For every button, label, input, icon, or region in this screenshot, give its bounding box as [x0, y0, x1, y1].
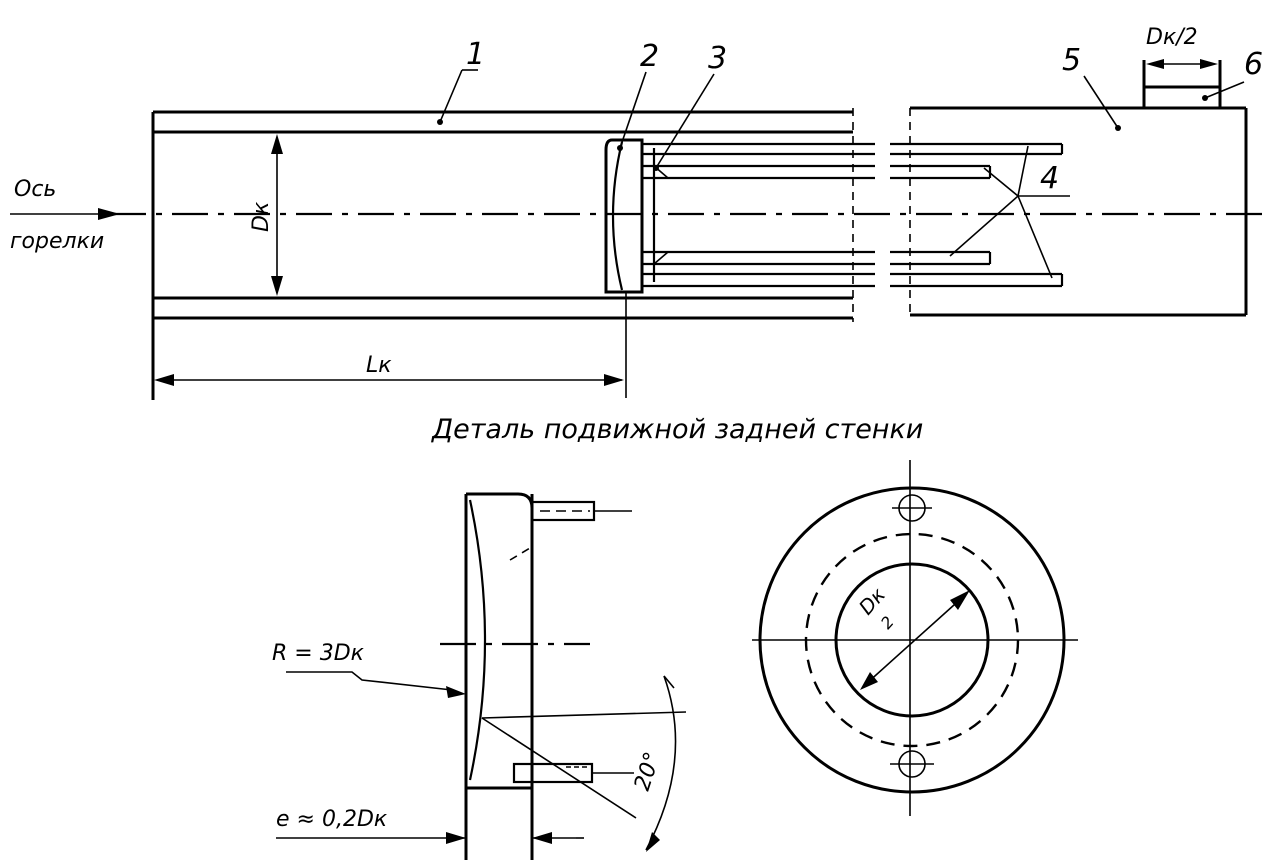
- inner-diameter-denominator: 2: [877, 612, 898, 632]
- right-block: [909, 106, 1248, 317]
- offset-label: e ≈ 0,2Dк: [276, 807, 388, 832]
- leader-lines: [437, 69, 1245, 279]
- callout-2: 2: [640, 39, 659, 74]
- burner-axis-label-2: горелки: [10, 229, 104, 254]
- chamber-assembly: 1 2 3 4 5 6 Ось горелки Dк Lк Dк/2: [10, 25, 1266, 400]
- callout-5: 5: [1062, 43, 1081, 78]
- callout-1: 1: [466, 37, 485, 72]
- diameter-dimension: [271, 134, 283, 296]
- length-dimension: [154, 292, 627, 398]
- angle-label: 20°: [630, 749, 666, 794]
- radius-label: R = 3Dк: [272, 641, 365, 666]
- rods: [642, 142, 1064, 288]
- top-lug: [1142, 59, 1222, 108]
- chamber-length-label: Lк: [366, 353, 392, 378]
- half-diameter-label: Dк/2: [1146, 25, 1198, 50]
- callout-6: 6: [1244, 47, 1263, 82]
- callout-4: 4: [1040, 161, 1059, 196]
- callout-3: 3: [708, 41, 727, 76]
- chamber-tube: [151, 108, 854, 400]
- burner-axis-label-1: Ось: [14, 177, 56, 202]
- wall-front-view: Dк 2: [752, 460, 1078, 816]
- movable-back-wall: [604, 138, 644, 294]
- wall-side-view: R = 3Dк 20° e ≈ 0,2Dк: [272, 492, 687, 860]
- detail-title: Деталь подвижной задней стенки: [431, 414, 923, 445]
- chamber-diameter-label: Dк: [249, 201, 274, 232]
